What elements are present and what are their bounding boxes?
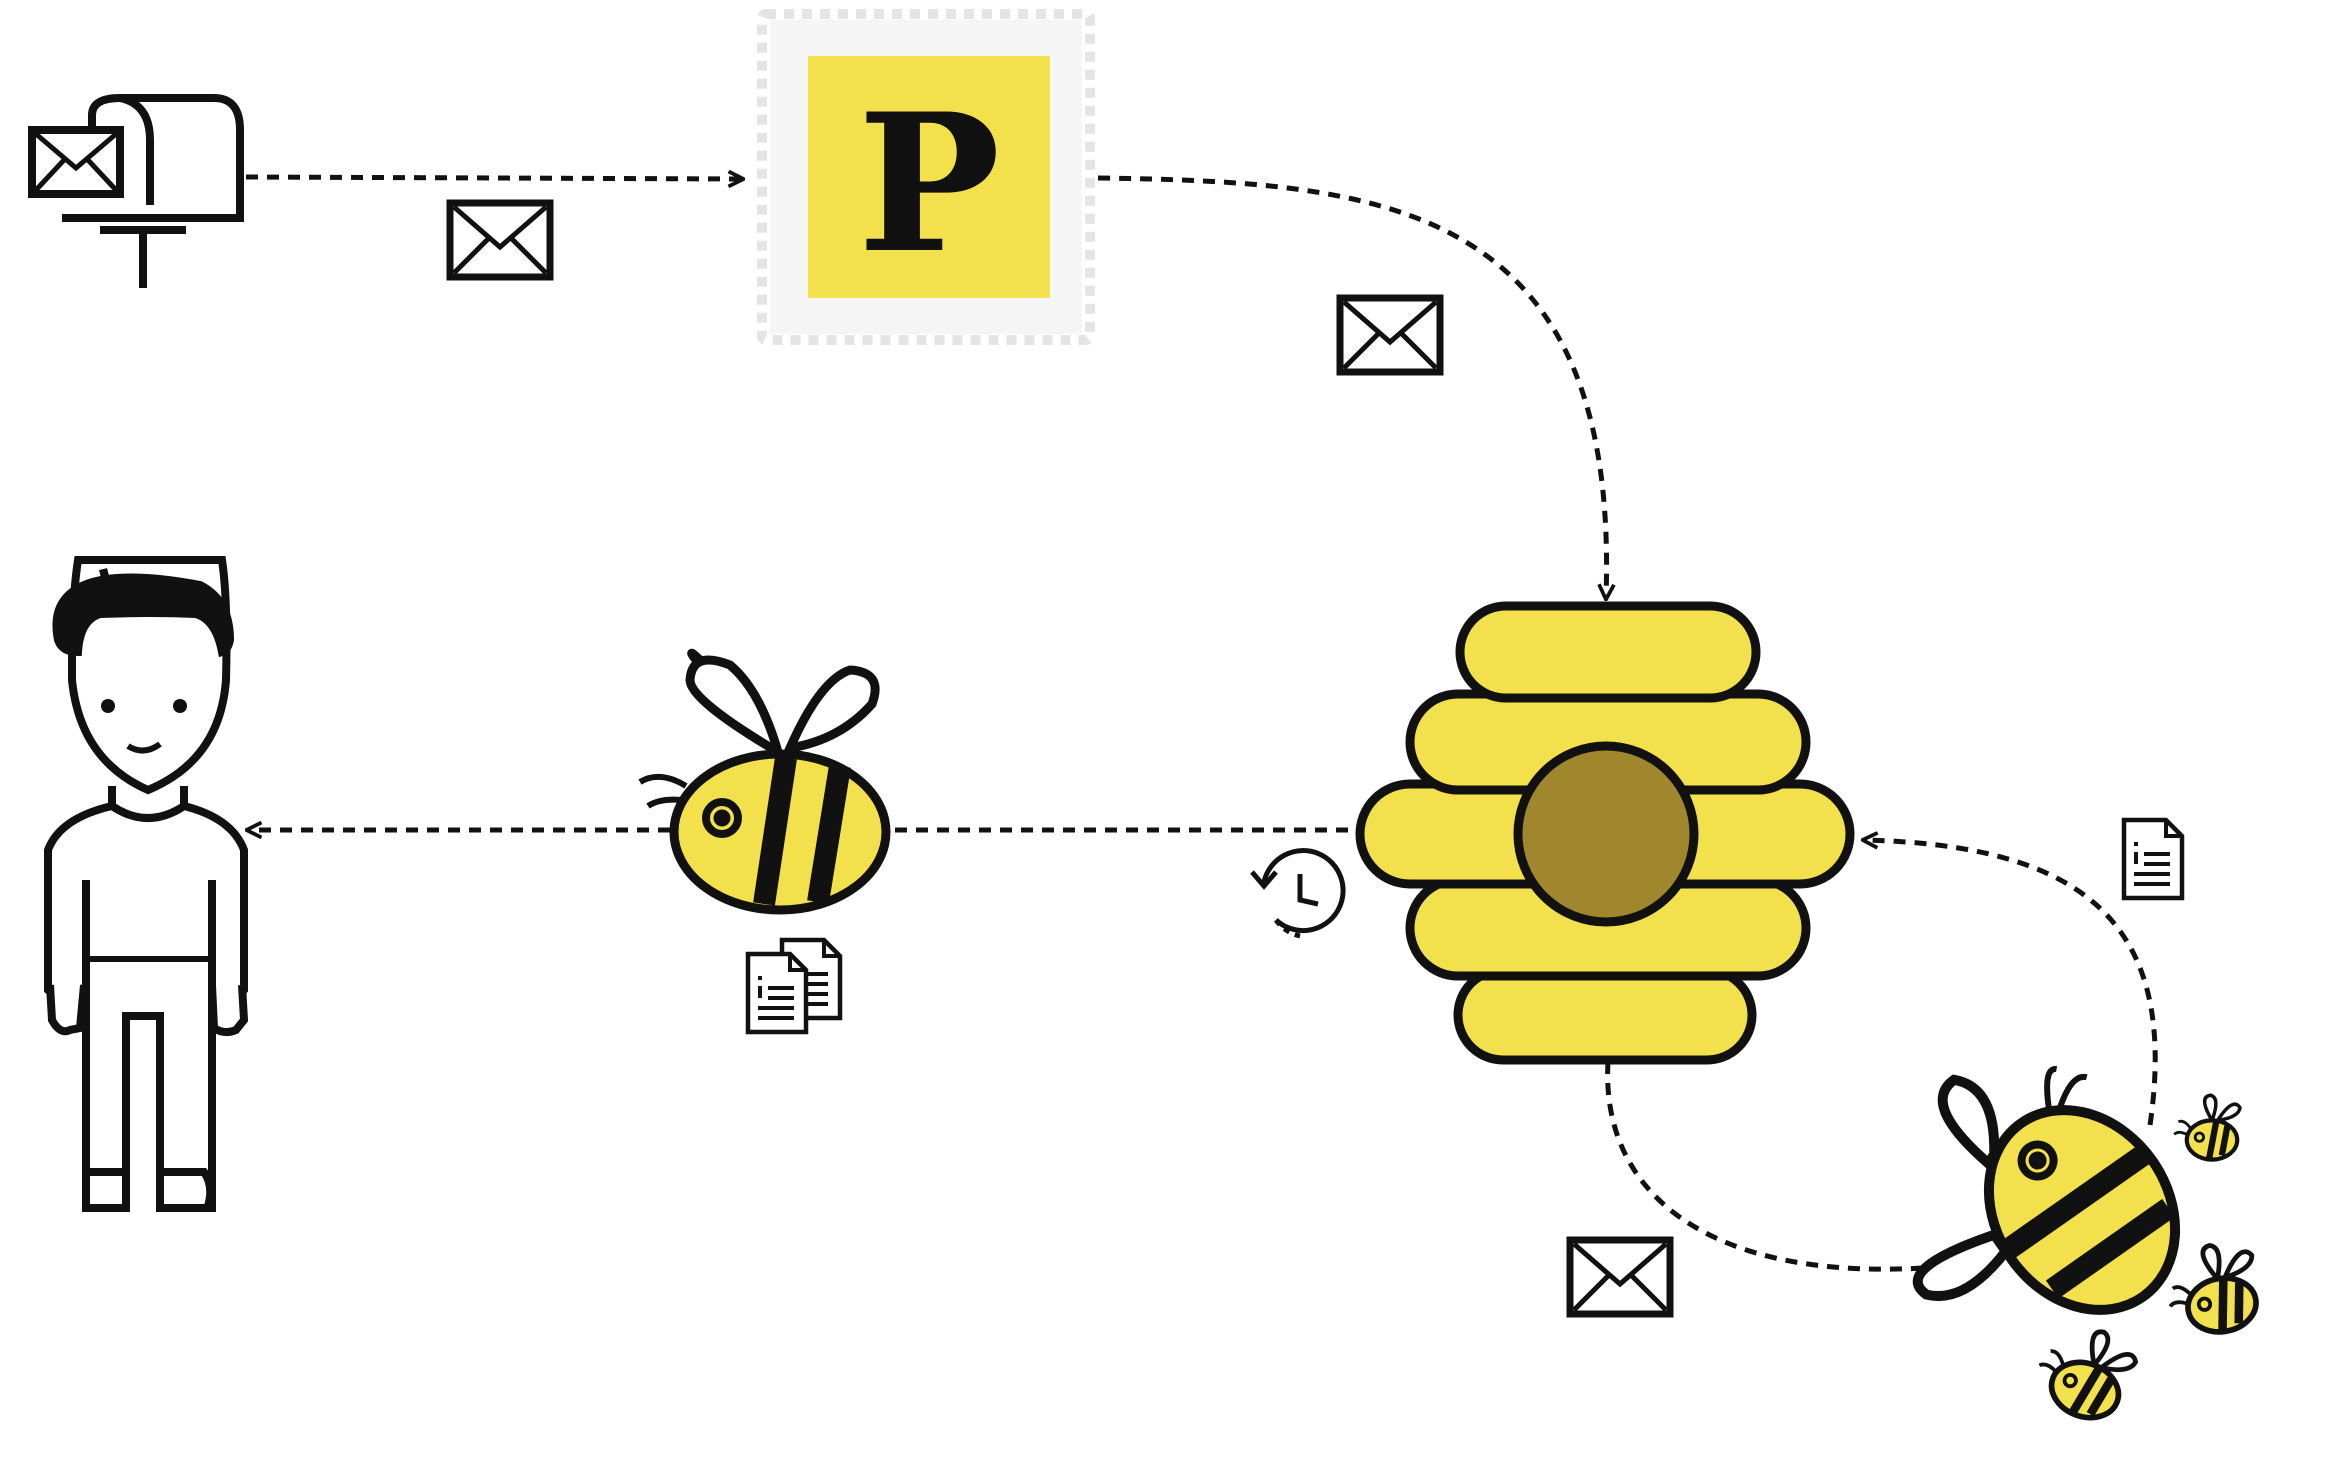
envelope-icon — [1570, 1240, 1670, 1314]
postmark-stamp-icon: P — [757, 9, 1095, 345]
flow-postmark-to-hive — [1097, 175, 1607, 598]
mailbox-icon — [28, 94, 244, 288]
beehive-icon — [1355, 601, 1855, 1065]
worker-bee-small-1 — [2174, 1095, 2240, 1159]
envelope-icon — [450, 203, 550, 277]
stamp-letter: P — [858, 72, 1001, 295]
flow-connectors — [245, 175, 2158, 1272]
hive-door — [1513, 741, 1699, 927]
document-icon — [2124, 820, 2182, 898]
person-icon — [44, 556, 249, 1212]
flow-worker-bees-to-hive — [1864, 840, 2158, 1126]
worker-bee-small-3 — [2028, 1315, 2142, 1428]
worker-bees-icon — [1912, 1066, 2264, 1428]
envelope-icon — [1340, 298, 1440, 372]
bee-icon — [638, 648, 891, 915]
flow-hive-to-worker-bees — [1605, 1061, 1961, 1272]
documents-icon — [748, 940, 840, 1032]
flow-mailbox-to-postmark — [245, 177, 742, 179]
worker-bee-large — [1912, 1066, 2181, 1315]
history-clock-icon — [1250, 848, 1346, 939]
